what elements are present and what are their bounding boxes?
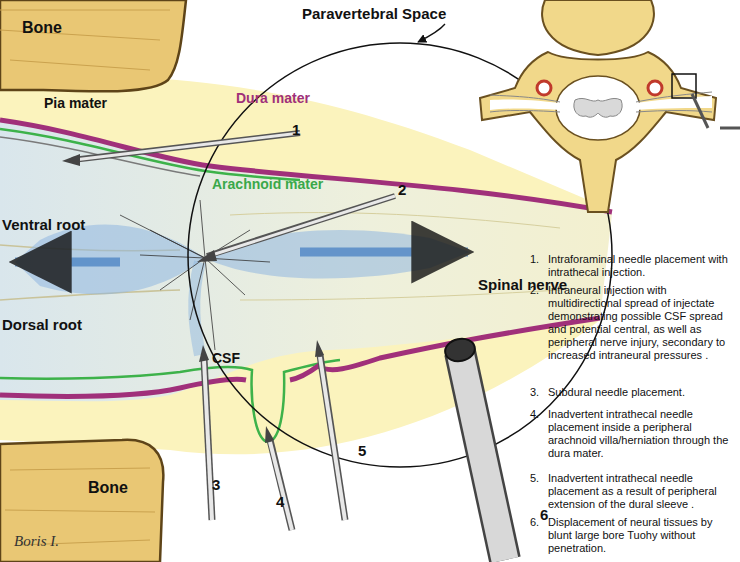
vertebra-inset — [480, 0, 740, 212]
membrane-label: Dura mater — [236, 90, 310, 107]
callout-number: 6 — [540, 506, 548, 524]
nerve-body — [0, 122, 612, 401]
list-number: 4. — [530, 408, 539, 421]
needle — [197, 196, 395, 262]
needle — [315, 340, 345, 520]
signature: Boris I. — [14, 532, 59, 550]
bone-label: Bone — [88, 478, 128, 497]
needle — [265, 426, 292, 530]
callout-number: 4 — [276, 493, 284, 511]
list-text: Displacement of neural tissues by blunt … — [548, 516, 736, 555]
list-number: 1. — [530, 253, 539, 266]
list-text: Intraneural injection with multidirectio… — [548, 284, 736, 362]
csf-label: CSF — [212, 350, 240, 367]
bone-shape — [0, 0, 186, 91]
list-text: Inadvertent intrathecal needle placement… — [548, 472, 736, 511]
bone-label: Bone — [22, 18, 62, 37]
bone-shape — [0, 440, 163, 562]
root-label: Dorsal root — [2, 316, 82, 334]
needle — [62, 133, 300, 166]
list-text: Intraforaminal needle placement with int… — [548, 253, 736, 279]
list-number: 3. — [530, 386, 539, 399]
callout-number: 1 — [292, 121, 300, 139]
membrane-label: Arachnoid mater — [212, 176, 323, 193]
region-label: Paravertebral Space — [302, 5, 446, 23]
root-label: Ventral root — [2, 216, 85, 234]
callout-number: 2 — [398, 181, 406, 199]
dura-line — [0, 120, 612, 212]
list-number: 2. — [530, 284, 539, 297]
needle — [199, 345, 212, 520]
membrane-label: Pia mater — [44, 95, 107, 112]
tuohy-needle — [443, 336, 505, 560]
list-number: 6. — [530, 516, 539, 529]
list-text: Subdural needle placement. — [548, 386, 736, 399]
callout-number: 3 — [212, 476, 220, 494]
arachnoid-line — [0, 360, 340, 442]
callout-number: 5 — [358, 442, 366, 460]
list-text: Inadvertent intrathecal needle placement… — [548, 408, 736, 460]
dura-line — [0, 318, 600, 397]
list-number: 5. — [530, 472, 539, 485]
